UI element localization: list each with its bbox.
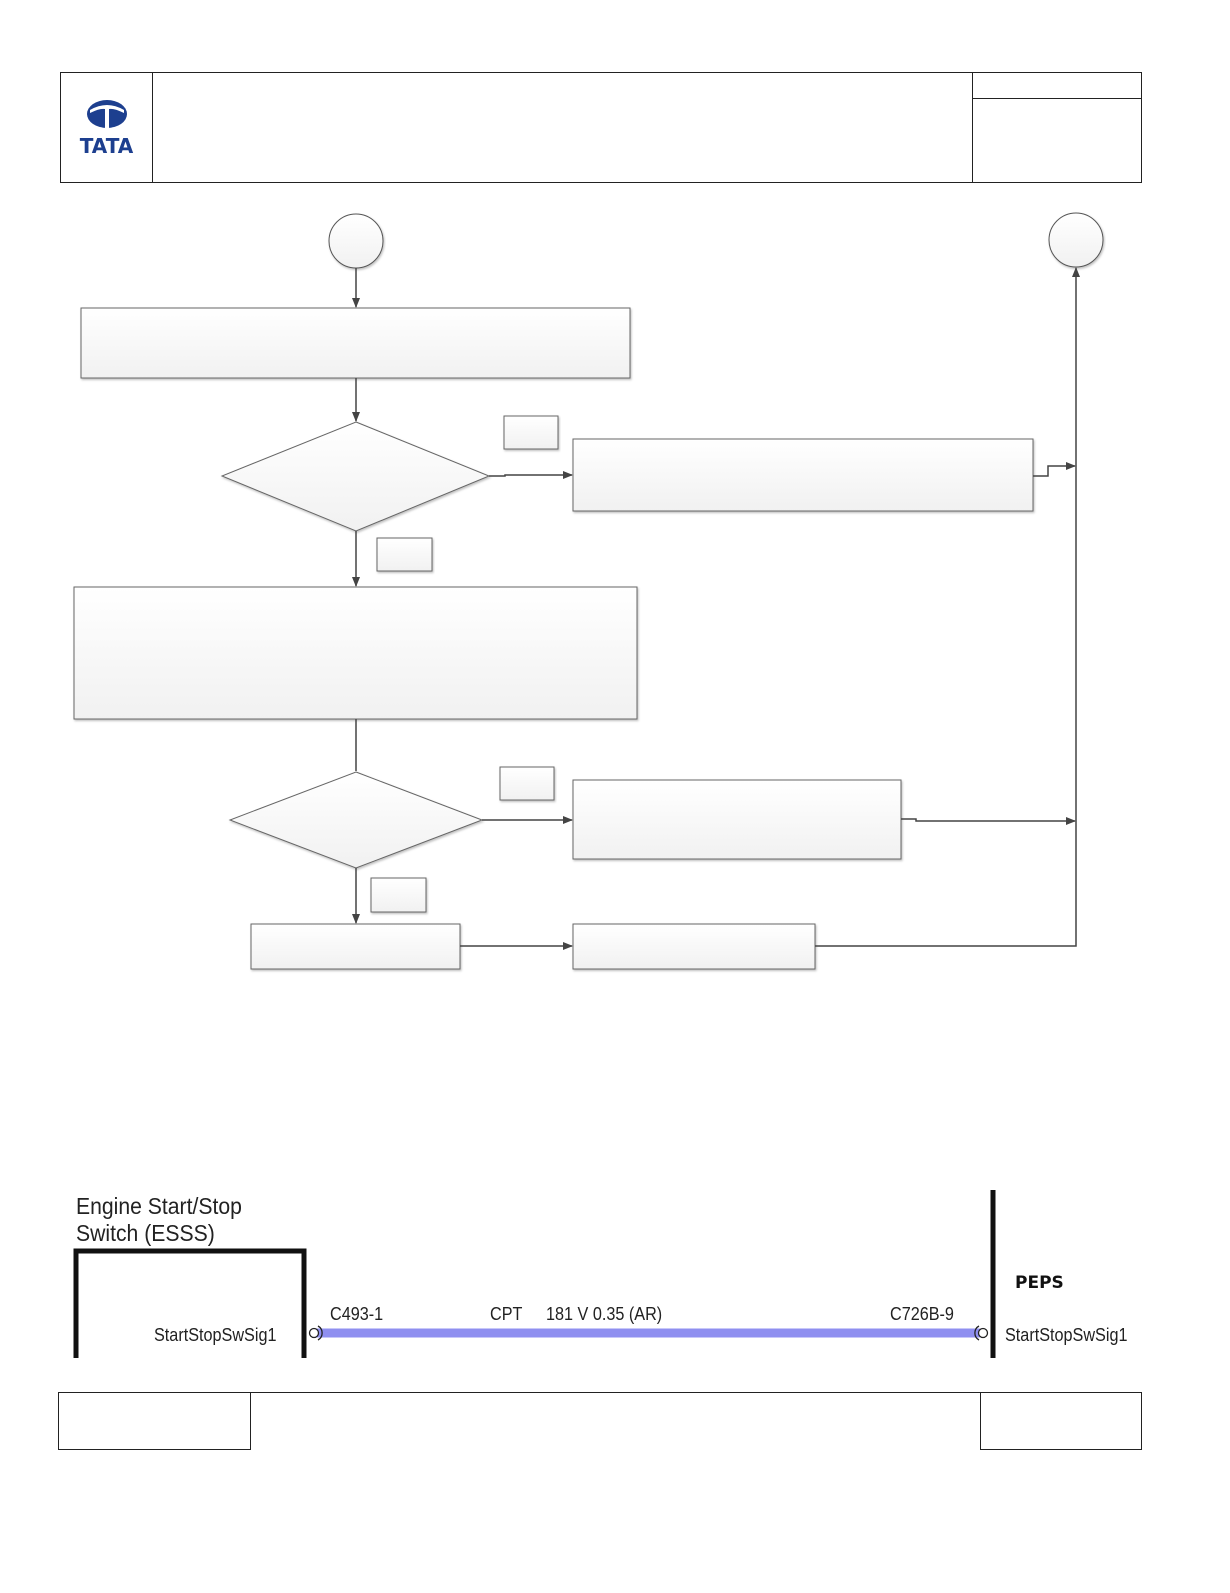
branch-label-box-2 [376, 537, 433, 572]
process-box-yes-2 [572, 779, 902, 860]
header-right-cell [972, 72, 1142, 183]
logo-wordmark: TATA [79, 134, 134, 158]
header-frame [60, 72, 1142, 183]
component-left-title-line2: Switch (ESSS) [76, 1220, 215, 1246]
pin-left-signal: StartStopSwSig1 [154, 1325, 277, 1345]
start-connector [328, 213, 384, 269]
header-right-divider [972, 98, 1142, 99]
branch-label-box-1 [503, 415, 559, 450]
component-left-title-line1: Engine Start/Stop [76, 1193, 242, 1219]
flow-arrow [489, 471, 573, 479]
process-box-3 [250, 923, 461, 970]
footer-left-cell [58, 1392, 251, 1450]
pin-terminal-left [308, 1327, 320, 1339]
branch-label-box-4 [370, 877, 427, 913]
logo-cell [60, 72, 153, 183]
footer-right-cell [980, 1392, 1142, 1450]
process-box-2 [73, 586, 638, 720]
connector-right-label: C726B-9 [890, 1304, 954, 1324]
component-left-title: Engine Start/Stop Switch (ESSS) [76, 1193, 315, 1247]
flowchart [73, 212, 1104, 970]
wire-spec-label: 181 V 0.35 (AR) [546, 1304, 663, 1324]
component-right-title: PEPS [1015, 1273, 1064, 1293]
circuit-code-label: CPT [490, 1304, 523, 1324]
decision-diamond-1 [220, 421, 491, 532]
process-box-4 [572, 923, 816, 970]
process-box-yes-1 [572, 438, 1034, 512]
return-line [815, 267, 1080, 947]
pin-terminal-right [977, 1327, 989, 1339]
pin-right-signal: StartStopSwSig1 [1005, 1325, 1128, 1345]
connector-left-label: C493-1 [330, 1304, 384, 1324]
decision-diamond-2 [228, 771, 484, 869]
branch-label-box-3 [499, 766, 555, 801]
process-box-1 [80, 307, 631, 379]
end-connector [1048, 212, 1104, 268]
pin-terminal-right-cup [974, 1325, 980, 1341]
return-line [901, 817, 1076, 825]
pin-terminal-left-cup [317, 1325, 323, 1341]
return-line [1033, 462, 1076, 477]
footer-divider [250, 1392, 981, 1393]
